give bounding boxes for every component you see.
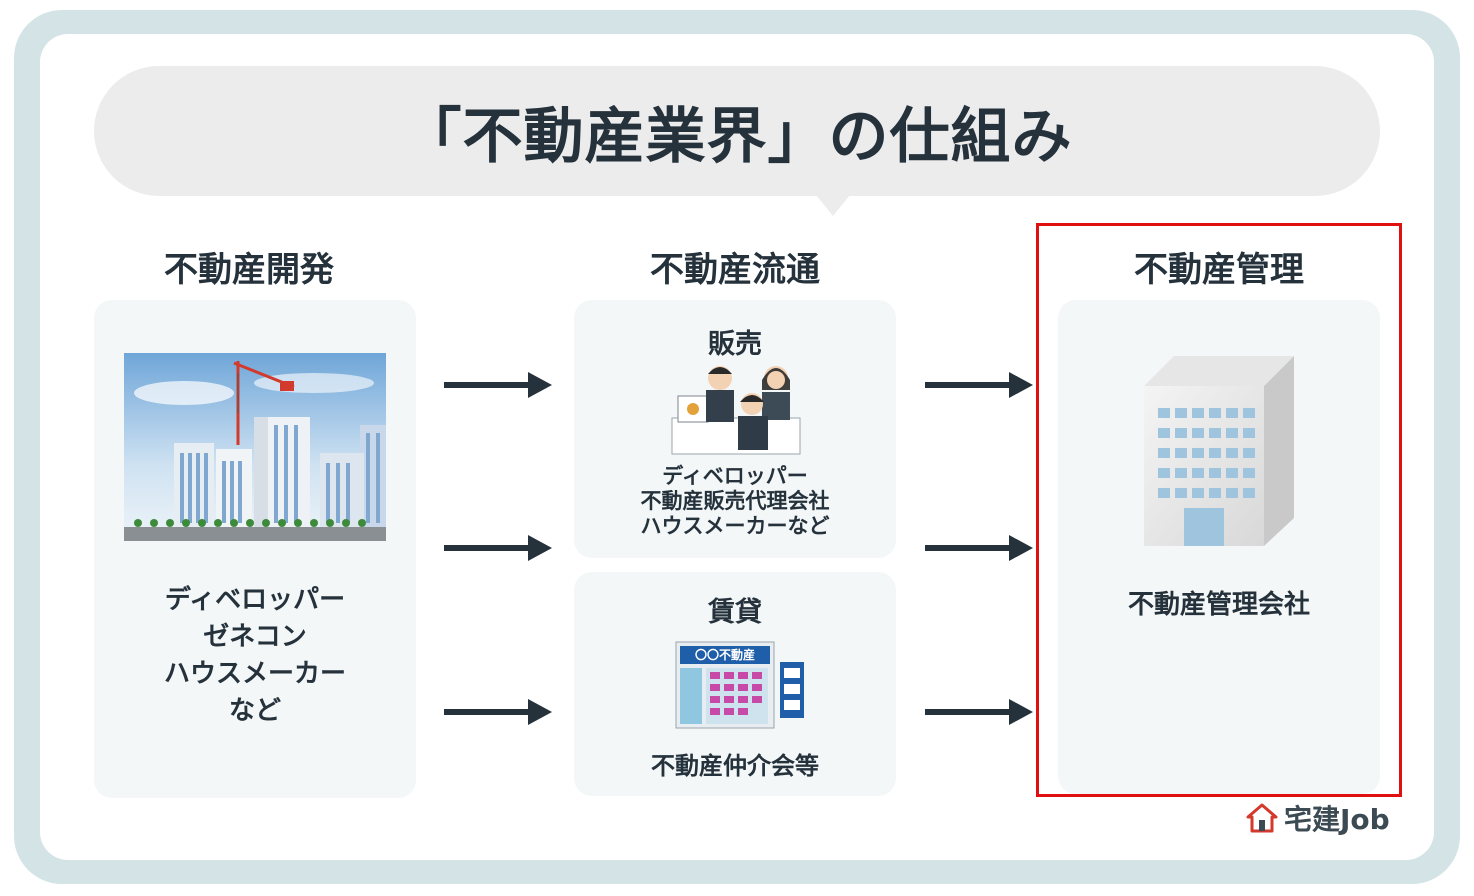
arrow-right-icon bbox=[444, 535, 552, 561]
management-highlight bbox=[1036, 223, 1402, 797]
logo: 宅建Job bbox=[1246, 800, 1390, 836]
house-icon bbox=[1246, 803, 1278, 833]
sales-panel: 販売 ディベロッパー 不動産販売代理会社 ハウスメーカーなど bbox=[574, 300, 896, 558]
management-panel: 不動産管理会社 bbox=[1058, 300, 1380, 794]
management-companies: 不動産管理会社 bbox=[1127, 590, 1310, 620]
logo-text: 宅建Job bbox=[1284, 803, 1390, 836]
development-title: 不動産開発 bbox=[164, 250, 334, 290]
arrow-right-icon bbox=[925, 535, 1033, 561]
business-meeting-icon bbox=[671, 366, 801, 455]
rental-companies: 不動産仲介会等 bbox=[651, 752, 819, 780]
arrow-right-icon bbox=[444, 699, 552, 725]
arrow-right-icon bbox=[925, 699, 1033, 725]
development-companies: ディベロッパー ゼネコン ハウスメーカー など bbox=[163, 585, 346, 726]
sales-title: 販売 bbox=[708, 329, 762, 360]
management-title: 不動産管理 bbox=[1134, 250, 1304, 290]
title-bubble: 「不動産業界」の仕組み bbox=[94, 66, 1380, 216]
rental-title: 賃貸 bbox=[708, 597, 762, 628]
page-title: 「不動産業界」の仕組み bbox=[401, 101, 1073, 172]
distribution-title: 不動産流通 bbox=[650, 250, 820, 290]
development-panel: ディベロッパー ゼネコン ハウスメーカー など bbox=[94, 300, 416, 798]
office-sign-text: 〇〇不動産 bbox=[694, 648, 755, 662]
arrow-right-icon bbox=[925, 372, 1033, 398]
real-estate-office-icon bbox=[675, 641, 804, 729]
sales-companies: ディベロッパー 不動産販売代理会社 ハウスメーカーなど bbox=[640, 464, 830, 538]
construction-site-image bbox=[124, 353, 386, 541]
arrow-right-icon bbox=[444, 372, 552, 398]
office-building-icon bbox=[1144, 356, 1294, 546]
rental-panel: 賃貸 〇〇不動産 不動産仲介会等 bbox=[574, 572, 896, 796]
